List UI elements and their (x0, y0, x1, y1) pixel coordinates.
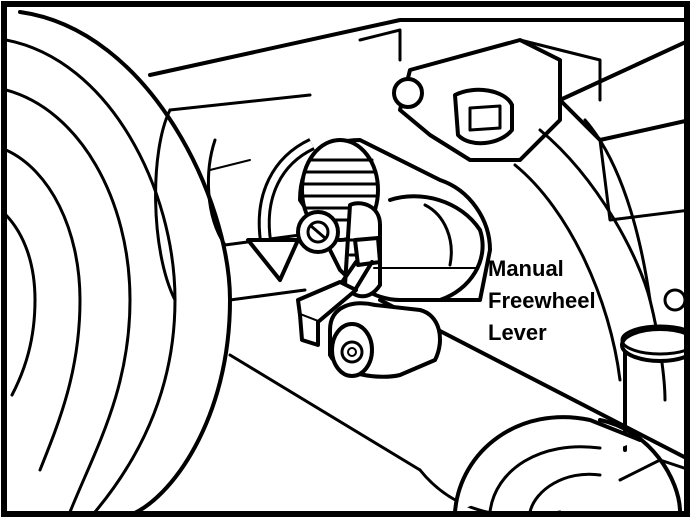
rotation-arrow-icon (246, 138, 315, 282)
upper-bracket (358, 28, 602, 162)
gearbox-housing (513, 40, 685, 402)
callout-line-1: Manual (488, 256, 564, 281)
freewheel-lever (296, 236, 382, 347)
knob-screw (296, 210, 340, 254)
axle-housing (148, 18, 685, 512)
caster-wheel (453, 415, 685, 512)
large-wheel (6, 10, 232, 512)
callout-line-3: Lever (488, 320, 547, 345)
callout-line-2: Freewheel (488, 288, 596, 313)
roller-bolt (328, 301, 442, 379)
